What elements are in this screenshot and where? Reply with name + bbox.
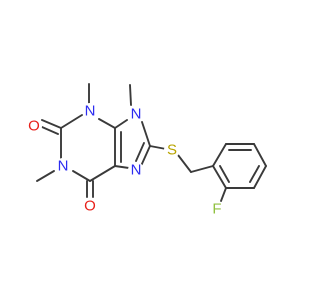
bond-c6-n1 (72, 170, 91, 182)
atom-layer: O O N N N N S F (26, 103, 225, 218)
bond-n9-c8 (141, 121, 151, 147)
nitrogen-label: N (58, 158, 69, 175)
oxygen-atom-c2: O (26, 118, 42, 135)
molecule-canvas: O O N N N N S F (26, 83, 267, 218)
bond-n3-c4 (98, 118, 116, 129)
bond-n7-c5 (114, 165, 130, 169)
structure-diagram: O O N N N N S F (26, 83, 267, 218)
oxygen-label: O (84, 198, 96, 215)
nitrogen-atom-n9: N (128, 106, 144, 123)
nitrogen-atom-n7: N (128, 162, 144, 179)
bond-c2-o-a (41, 119, 62, 129)
atom-label-background (128, 162, 144, 178)
fluorine-atom: F (209, 201, 225, 218)
atom-label-background (82, 198, 98, 214)
bond-ch2-ring (190, 165, 214, 173)
bond-layer (36, 83, 267, 202)
oxygen-label: O (28, 118, 40, 135)
nitrogen-label: N (85, 103, 96, 120)
bond-c8-s (149, 145, 167, 150)
sulfur-atom: S (164, 142, 180, 159)
nitrogen-label: N (131, 162, 142, 179)
bond-ar-4-inner (249, 165, 260, 183)
bond-ar-1 (212, 143, 227, 167)
nitrogen-label: N (131, 106, 142, 123)
oxygen-atom-c6: O (82, 198, 98, 215)
bond-c8-n7-b (135, 142, 145, 162)
bond-c8-n7-a (140, 145, 151, 167)
atom-label-background (209, 201, 225, 217)
bond-s-ch2 (177, 154, 192, 173)
sulfur-label: S (167, 142, 177, 159)
bond-ar-4 (253, 165, 267, 189)
bond-n9-methyl (129, 84, 132, 106)
fluorine-label: F (212, 201, 221, 218)
bond-c2-n3 (60, 114, 83, 129)
atom-label-background (55, 158, 71, 174)
bond-c5-c6 (89, 165, 116, 182)
bond-c2-o-b (41, 126, 59, 135)
nitrogen-atom-n1: N (55, 158, 71, 175)
nitrogen-atom-n3: N (82, 103, 98, 120)
bond-c4-n9 (114, 119, 128, 129)
atom-label-background (164, 142, 180, 158)
bond-n1-methyl (36, 170, 55, 182)
bond-ar-3 (253, 143, 267, 167)
atom-label-background (82, 103, 98, 119)
bond-ar-6-inner (219, 165, 230, 183)
bond-ar-6 (212, 165, 227, 189)
bond-c-f (220, 187, 227, 202)
atom-label-background (26, 118, 42, 134)
atom-label-background (128, 106, 144, 122)
